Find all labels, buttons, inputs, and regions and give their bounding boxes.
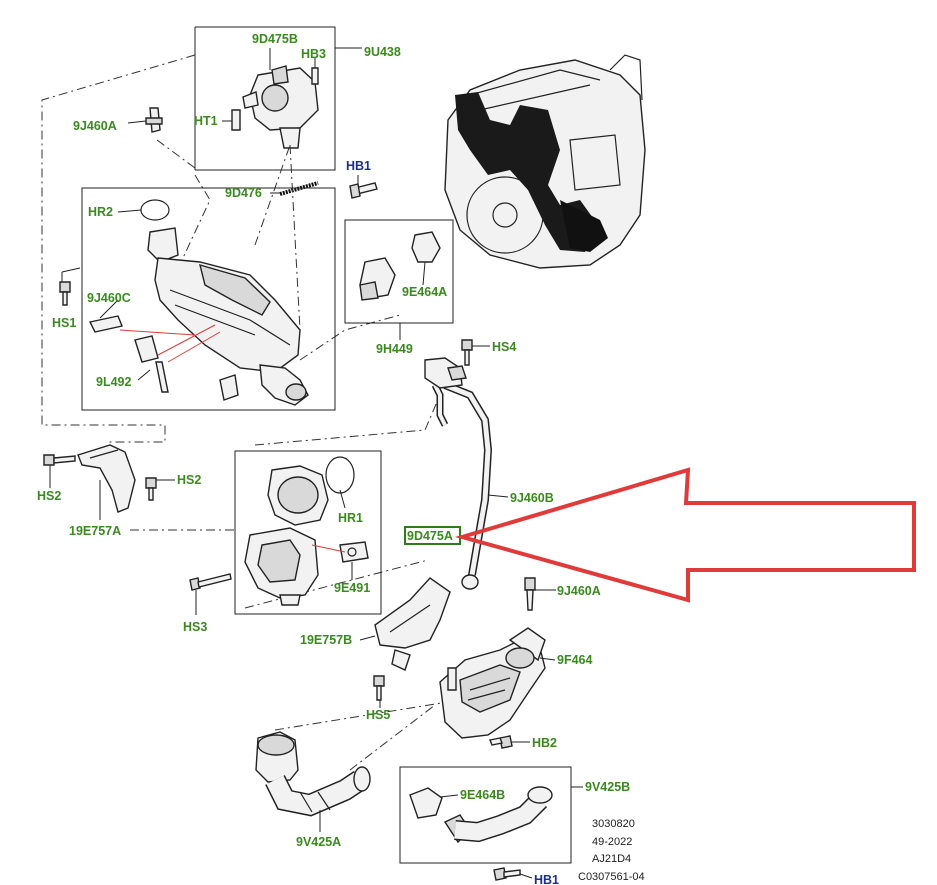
label-hr2: HR2: [88, 205, 113, 219]
hs3-bolt: [189, 573, 232, 615]
label-9j460a-top: 9J460A: [73, 119, 117, 133]
red-pointer-arrow: [454, 467, 916, 603]
hb1-bolt-bottom: [493, 867, 533, 881]
label-hs2-right: HS2: [177, 473, 201, 487]
hb2-bolt: [489, 735, 530, 749]
label-hr1: HR1: [338, 511, 363, 525]
label-9e491: 9E491: [334, 581, 370, 595]
ref-line-2: 49-2022: [592, 836, 632, 848]
label-9f464: 9F464: [557, 653, 592, 667]
sensor-9j460a-mid: [524, 577, 556, 611]
egr-valve-upper-group: [194, 26, 362, 171]
ref-line-3: AJ21D4: [592, 853, 631, 865]
highlight-callout: [404, 467, 916, 603]
label-hs1: HS1: [52, 316, 76, 330]
hs1-bolt: [59, 267, 81, 306]
sensor-9j460a-top: [127, 107, 163, 133]
label-hs2-left: HS2: [37, 489, 61, 503]
label-hb1-top: HB1: [346, 159, 371, 173]
label-9j460b: 9J460B: [510, 491, 554, 505]
bracket-19e757a: [77, 444, 136, 520]
assembly-guide-lines: [41, 54, 461, 771]
label-ht1: HT1: [194, 114, 218, 128]
label-hb3: HB3: [301, 47, 326, 61]
label-9e464b: 9E464B: [460, 788, 505, 802]
label-hb1-bottom: HB1: [534, 873, 559, 885]
egr-valve-bracket-group: [344, 219, 454, 340]
ref-line-1: 3030820: [592, 818, 635, 830]
label-19e757b: 19E757B: [300, 633, 352, 647]
label-hs3: HS3: [183, 620, 207, 634]
hs2-bolt-left: [43, 454, 76, 488]
hs2-bolt-right: [145, 477, 175, 501]
label-9d476: 9D476: [225, 186, 262, 200]
highlight-box-9d475a: [404, 526, 461, 545]
throttle-body-group: [234, 450, 382, 615]
label-hs4: HS4: [492, 340, 516, 354]
label-19e757a: 19E757A: [69, 524, 121, 538]
label-9v425b: 9V425B: [585, 780, 630, 794]
pipe-9v425a: [255, 731, 371, 832]
ref-line-4: C0307561-04: [578, 871, 645, 883]
label-hs5: HS5: [366, 708, 390, 722]
label-hb2: HB2: [532, 736, 557, 750]
engine-illustration: [444, 54, 646, 269]
label-9j460c: 9J460C: [87, 291, 131, 305]
label-9d475b: 9D475B: [252, 32, 298, 46]
egr-cooler-group: [81, 187, 336, 411]
hs4-bolt: [461, 339, 490, 366]
label-9l492: 9L492: [96, 375, 131, 389]
hs5-bolt: [373, 675, 385, 708]
pipe-9v425b-group: [399, 766, 583, 864]
label-9h449: 9H449: [376, 342, 413, 356]
reference-block: 3030820 49-2022 AJ21D4 C0307561-04: [578, 818, 645, 883]
hb1-bolt-top: [349, 175, 378, 199]
part-labels: 9D475B HB3 9U438 9J460A HT1 HB1 9D476 HR…: [37, 32, 630, 885]
label-9d475a: 9D475A: [407, 529, 453, 543]
egr-cooler-9f464: [439, 627, 556, 739]
label-9u438: 9U438: [364, 45, 401, 59]
label-9j460a-mid: 9J460A: [557, 584, 601, 598]
bracket-19e757b: [359, 577, 451, 671]
label-9e464a: 9E464A: [402, 285, 447, 299]
egr-pipe-9j460b: [424, 357, 509, 590]
label-9v425a: 9V425A: [296, 835, 341, 849]
